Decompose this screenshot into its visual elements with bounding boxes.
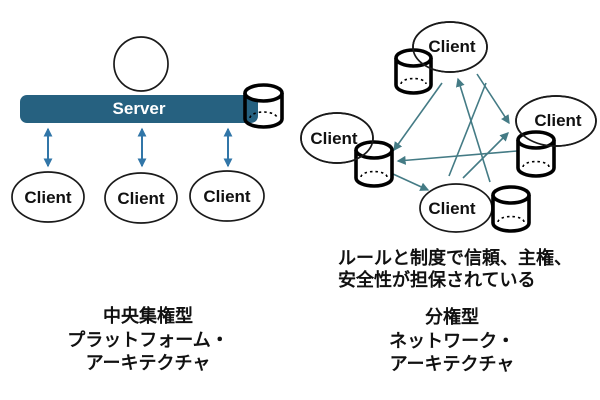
client-label: Client <box>203 187 251 206</box>
database-cylinder-icon <box>516 130 556 178</box>
client-label: Client <box>428 199 476 218</box>
database-cylinder-icon <box>394 48 433 95</box>
peer-link <box>448 82 487 177</box>
client-ellipse-outline <box>300 112 374 164</box>
database-body <box>491 195 531 233</box>
caption-line: ネットワーク・ <box>389 331 515 351</box>
peer-arrow <box>396 150 518 165</box>
client-node: Client <box>394 21 488 95</box>
client-label: Client <box>534 111 582 130</box>
decentralized-diagram: Client Client <box>300 21 597 374</box>
client-label: Client <box>24 188 72 207</box>
peer-arrow <box>393 82 443 152</box>
client-label: Client <box>428 37 476 56</box>
network-connections <box>392 73 518 191</box>
database-hidden-edge <box>360 170 388 178</box>
database-top <box>491 185 531 205</box>
client-node: Client <box>515 95 597 178</box>
client-label: Client <box>117 189 165 208</box>
client-label: Client <box>310 129 358 148</box>
client-node: Client <box>104 172 178 224</box>
caption-line: 分権型 <box>425 306 479 327</box>
peer-arrow <box>462 132 509 179</box>
client-ellipse-outline <box>515 95 597 147</box>
database-body <box>243 93 284 129</box>
server-bar <box>20 95 258 123</box>
database-top <box>516 130 556 150</box>
database-body <box>516 140 556 178</box>
peer-arrow <box>392 173 430 191</box>
person-circle-icon <box>113 36 169 92</box>
client-ellipse-outline <box>412 21 488 73</box>
centralized-caption: 中央集権型 プラットフォーム・ アーキテクチャ <box>67 305 228 373</box>
caption-line: プラットフォーム・ <box>67 329 228 350</box>
caption-line: 中央集権型 <box>103 305 193 326</box>
database-body <box>354 150 394 188</box>
database-top <box>243 83 284 103</box>
trust-note: ルールと制度で信頼、主権、 安全性が担保されている <box>338 247 572 290</box>
caption-line: アーキテクチャ <box>86 353 211 373</box>
database-hidden-edge <box>400 77 427 85</box>
client-ellipse <box>189 170 265 222</box>
caption-line: アーキテクチャ <box>390 354 515 374</box>
peer-arrow <box>476 73 510 125</box>
database-hidden-edge <box>522 160 550 168</box>
client-node: Client <box>11 171 85 223</box>
client-node: Client <box>300 112 394 188</box>
decentralized-caption: 分権型 ネットワーク・ アーキテクチャ <box>389 306 515 374</box>
note-line: 安全性が担保されている <box>338 269 535 290</box>
server-label: Server <box>113 99 166 118</box>
database-cylinder-icon <box>354 140 394 188</box>
database-hidden-edge <box>497 215 525 223</box>
client-node: Client <box>189 170 265 222</box>
peer-arrow <box>455 77 491 183</box>
database-hidden-edge <box>249 111 278 119</box>
database-cylinder-icon <box>243 83 284 129</box>
client-ellipse <box>11 171 85 223</box>
centralized-diagram: Server Client Client Client <box>11 36 284 373</box>
client-node: Client <box>419 183 531 233</box>
client-ellipse <box>104 172 178 224</box>
database-cylinder-icon <box>491 185 531 233</box>
note-line: ルールと制度で信頼、主権、 <box>338 247 572 268</box>
